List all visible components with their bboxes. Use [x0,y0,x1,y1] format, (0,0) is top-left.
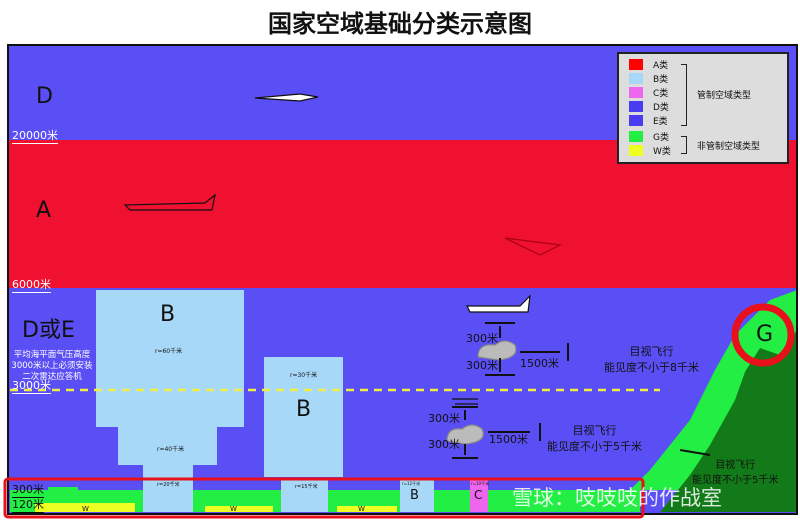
cloud-icon [446,424,484,445]
radius-label: r=12千米 [402,481,421,486]
zone-label-a: A [36,198,52,223]
vfr-distance: 1500米 [489,433,528,446]
airliner-icon [466,294,531,313]
legend-item: D类 [629,100,669,113]
cloud-icon [477,340,517,361]
zone-label-b: B [296,397,312,422]
vfr-distance: 300米 [466,359,498,372]
legend-swatch [629,145,643,156]
legend-group-controlled: 管制空域类型 [697,91,752,101]
legend-swatch [629,73,643,84]
legend-item: G类 [629,130,669,143]
zone-b-tower2 [281,480,328,512]
altitude-20000: 20000米 [12,129,58,144]
radius-label: r=30千米 [290,372,318,379]
vfr-rule-lower: 目视飞行能见度不小于5千米 [547,424,642,453]
airliner-icon [123,193,216,211]
zone-a [8,140,797,288]
low-altitude-highlight [3,477,645,519]
vfr-distance: 300米 [466,332,498,345]
legend-swatch [629,101,643,112]
g-highlight [731,303,795,367]
legend-swatch [629,131,643,142]
vfr-distance: 300米 [428,438,460,451]
helicopter-icon [452,398,478,405]
zone-label-d: D [36,84,53,109]
zone-label-g: G [756,322,774,347]
zone-w [35,503,135,512]
radius-label: r=15千米 [295,484,318,490]
zone-c [470,480,488,512]
legend-item: C类 [629,86,668,99]
altitude-120: 120米 [12,498,44,513]
legend-item: E类 [629,114,668,127]
vfr-distance: 300米 [428,412,460,425]
altitude-300: 300米 [12,483,44,498]
legend-item: A类 [629,58,668,71]
w-label: W [82,505,89,513]
radius-label: r=10千米 [471,481,490,486]
zone-label-c: C [474,488,483,502]
aircraft-icons [123,93,711,459]
watermark: 雪球：吱吱吱的作战室 [512,486,722,510]
legend-swatch [629,115,643,126]
w-label: W [230,505,237,513]
legend-item: B类 [629,72,668,85]
altitude-3000: 3000米 [12,379,51,394]
space-shuttle-icon [254,93,319,102]
vfr-rule-g: 目视飞行能见度不小于5千米 [692,460,779,486]
zone-b-tower3 [400,480,434,512]
legend-swatch [629,87,643,98]
zone-g-dark [660,330,797,512]
legend-bracket [681,136,687,154]
w-label: W [358,505,365,513]
legend-swatch [629,59,643,70]
vfr-distance: 1500米 [520,357,559,370]
radius-label: r=20千米 [157,482,180,488]
zone-b-large [96,290,244,512]
page-title: 国家空域基础分类示意图 [268,9,532,38]
radius-label: r=60千米 [155,348,183,355]
zone-b-medium [264,357,343,477]
radius-label: r=40千米 [157,446,185,453]
legend-item: W类 [629,144,671,157]
zone-label-b-small: B [410,488,419,503]
vfr-rule-upper: 目视飞行能见度不小于8千米 [604,345,699,374]
fighter-jet-icon [504,237,563,256]
altitude-6000: 6000米 [12,278,51,293]
zone-b-tower1 [143,480,193,512]
legend-group-uncontrolled: 非管制空域类型 [697,142,761,152]
zone-label-b: B [160,302,176,327]
legend-bracket [681,64,687,126]
legend: A类 B类 C类 D类 E类 G类 W类 管制空域类型 非管制空域类型 [617,52,789,164]
zone-label-de: D或E [22,318,75,343]
